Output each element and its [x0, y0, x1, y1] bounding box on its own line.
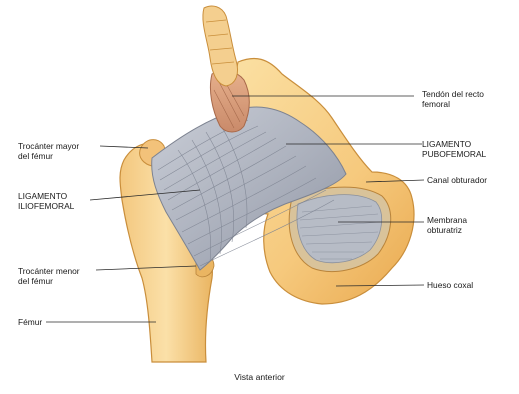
label-trocanter-mayor: Trocánter mayor del fémur: [18, 141, 79, 161]
label-line: Trocánter mayor: [18, 141, 79, 151]
label-ligamento-iliofemoral: LIGAMENTO ILIOFEMORAL: [18, 191, 74, 211]
label-line: del fémur: [18, 151, 79, 161]
label-line: ILIOFEMORAL: [18, 201, 74, 211]
label-line: Fémur: [18, 317, 42, 327]
label-line: del fémur: [18, 276, 80, 286]
label-tendon-recto: Tendón del recto femoral: [422, 89, 484, 109]
label-membrana-obturatriz: Membrana obturatriz: [427, 215, 467, 235]
label-trocanter-menor: Trocánter menor del fémur: [18, 266, 80, 286]
label-line: Canal obturador: [427, 175, 487, 185]
label-hueso-coxal: Hueso coxal: [427, 280, 473, 290]
label-line: Membrana: [427, 215, 467, 225]
label-line: LIGAMENTO: [422, 139, 486, 149]
label-line: Tendón del recto: [422, 89, 484, 99]
label-line: LIGAMENTO: [18, 191, 74, 201]
spine-segment-shape: [203, 6, 238, 86]
label-line: obturatriz: [427, 225, 467, 235]
label-line: Trocánter menor: [18, 266, 80, 276]
caption-vista-anterior: Vista anterior: [0, 372, 519, 382]
label-femur: Fémur: [18, 317, 42, 327]
label-line: PUBOFEMORAL: [422, 149, 486, 159]
label-canal-obturador: Canal obturador: [427, 175, 487, 185]
label-ligamento-pubofemoral: LIGAMENTO PUBOFEMORAL: [422, 139, 486, 159]
label-line: Hueso coxal: [427, 280, 473, 290]
label-line: femoral: [422, 99, 484, 109]
